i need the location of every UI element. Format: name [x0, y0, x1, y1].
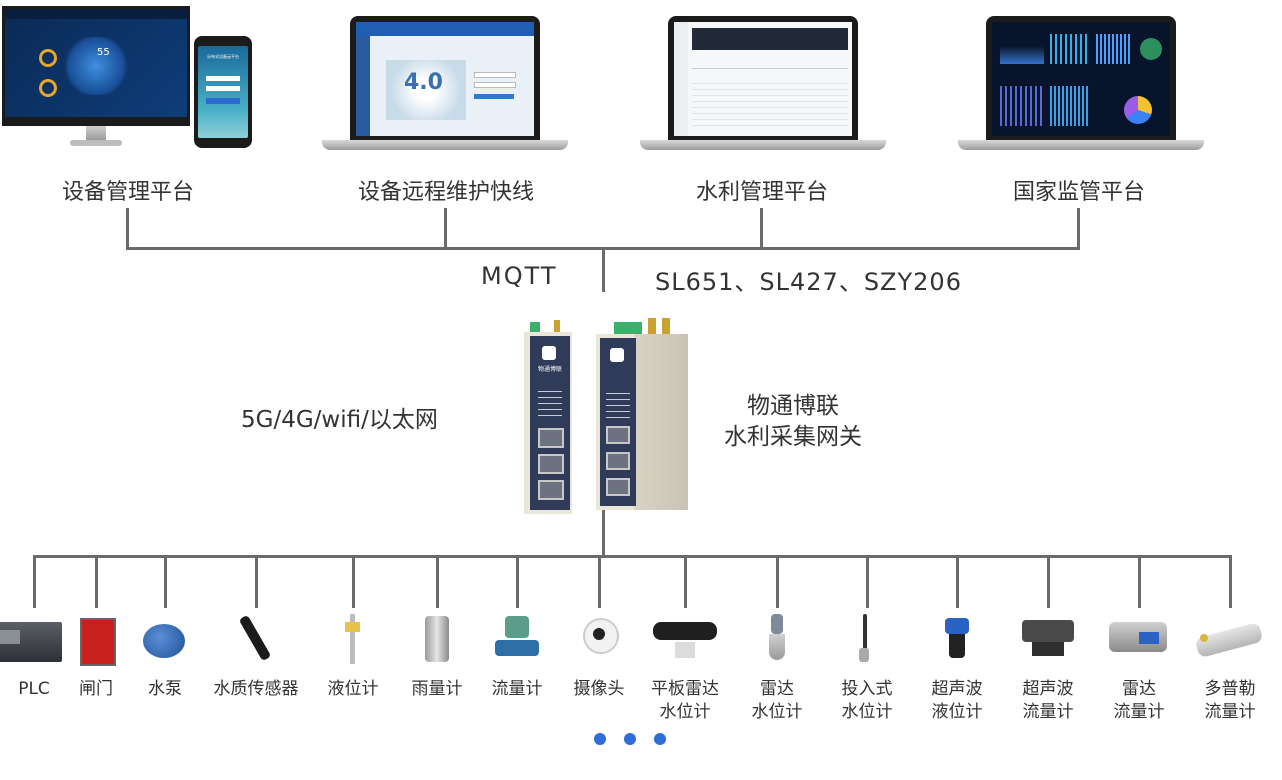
gate-icon	[66, 612, 126, 666]
phone-title: 分布式设备云平台	[207, 54, 239, 59]
device-label-water-quality-sensor: 水质传感器	[213, 679, 299, 699]
platform-label-remote-maintenance: 设备远程维护快线	[357, 180, 535, 205]
ultrasonic-flow-meter-icon	[1018, 612, 1078, 664]
device-label-radar-flow: 雷达流量计	[1113, 679, 1165, 722]
device-label-gate: 闸门	[79, 679, 113, 699]
more-dot	[624, 733, 636, 745]
device-label-plc: PLC	[18, 679, 50, 699]
device-label-flat-radar-level: 平板雷达水位计	[651, 679, 719, 722]
more-dot	[654, 733, 666, 745]
doppler-flow-meter-icon	[1194, 612, 1264, 664]
platform-label-national-supervision: 国家监管平台	[1012, 180, 1146, 205]
flow-meter-icon	[487, 612, 547, 664]
water-pump-icon	[135, 612, 195, 664]
device-label-submersible-level: 投入式水位计	[841, 679, 893, 722]
device-label-camera: 摄像头	[573, 679, 625, 699]
plc-icon	[0, 612, 64, 664]
radar-level-meter-icon	[747, 612, 807, 664]
platform-label-device-mgmt: 设备管理平台	[61, 180, 195, 205]
camera-icon	[569, 612, 629, 664]
device-label-ultrasonic-level: 超声波液位计	[931, 679, 983, 722]
network-types: 5G/4G/wifi/以太网	[241, 407, 438, 433]
device-label-flow-meter: 流量计	[491, 679, 543, 699]
water-quality-sensor-icon	[226, 612, 286, 664]
gateway-brand-text: 物通博联	[537, 366, 562, 373]
gateway-label-brand: 物通博联	[747, 393, 839, 419]
more-dot	[594, 733, 606, 745]
platform-label-water-mgmt: 水利管理平台	[695, 180, 829, 205]
device-label-level-meter: 液位计	[327, 679, 379, 699]
device-label-rain-gauge: 雨量计	[411, 679, 463, 699]
radar-flow-meter-icon	[1109, 612, 1169, 664]
device-label-pump: 水泵	[148, 679, 182, 699]
device-label-doppler-flow: 多普勒流量计	[1204, 679, 1256, 722]
device-mgmt-number: 55	[97, 47, 110, 58]
remote-version: 4.0	[404, 70, 443, 95]
protocol-mqtt: MQTT	[481, 262, 558, 290]
protocol-water-standards: SL651、SL427、SZY206	[655, 268, 962, 296]
device-label-radar-level: 雷达水位计	[751, 679, 803, 722]
gateway-label-type: 水利采集网关	[724, 424, 862, 450]
device-label-ultrasonic-flow: 超声波流量计	[1022, 679, 1074, 722]
flat-radar-level-meter-icon	[653, 612, 717, 664]
ultrasonic-level-meter-icon	[927, 612, 987, 664]
level-meter-icon	[323, 612, 383, 664]
submersible-level-meter-icon	[837, 612, 897, 664]
rain-gauge-icon	[407, 612, 467, 664]
